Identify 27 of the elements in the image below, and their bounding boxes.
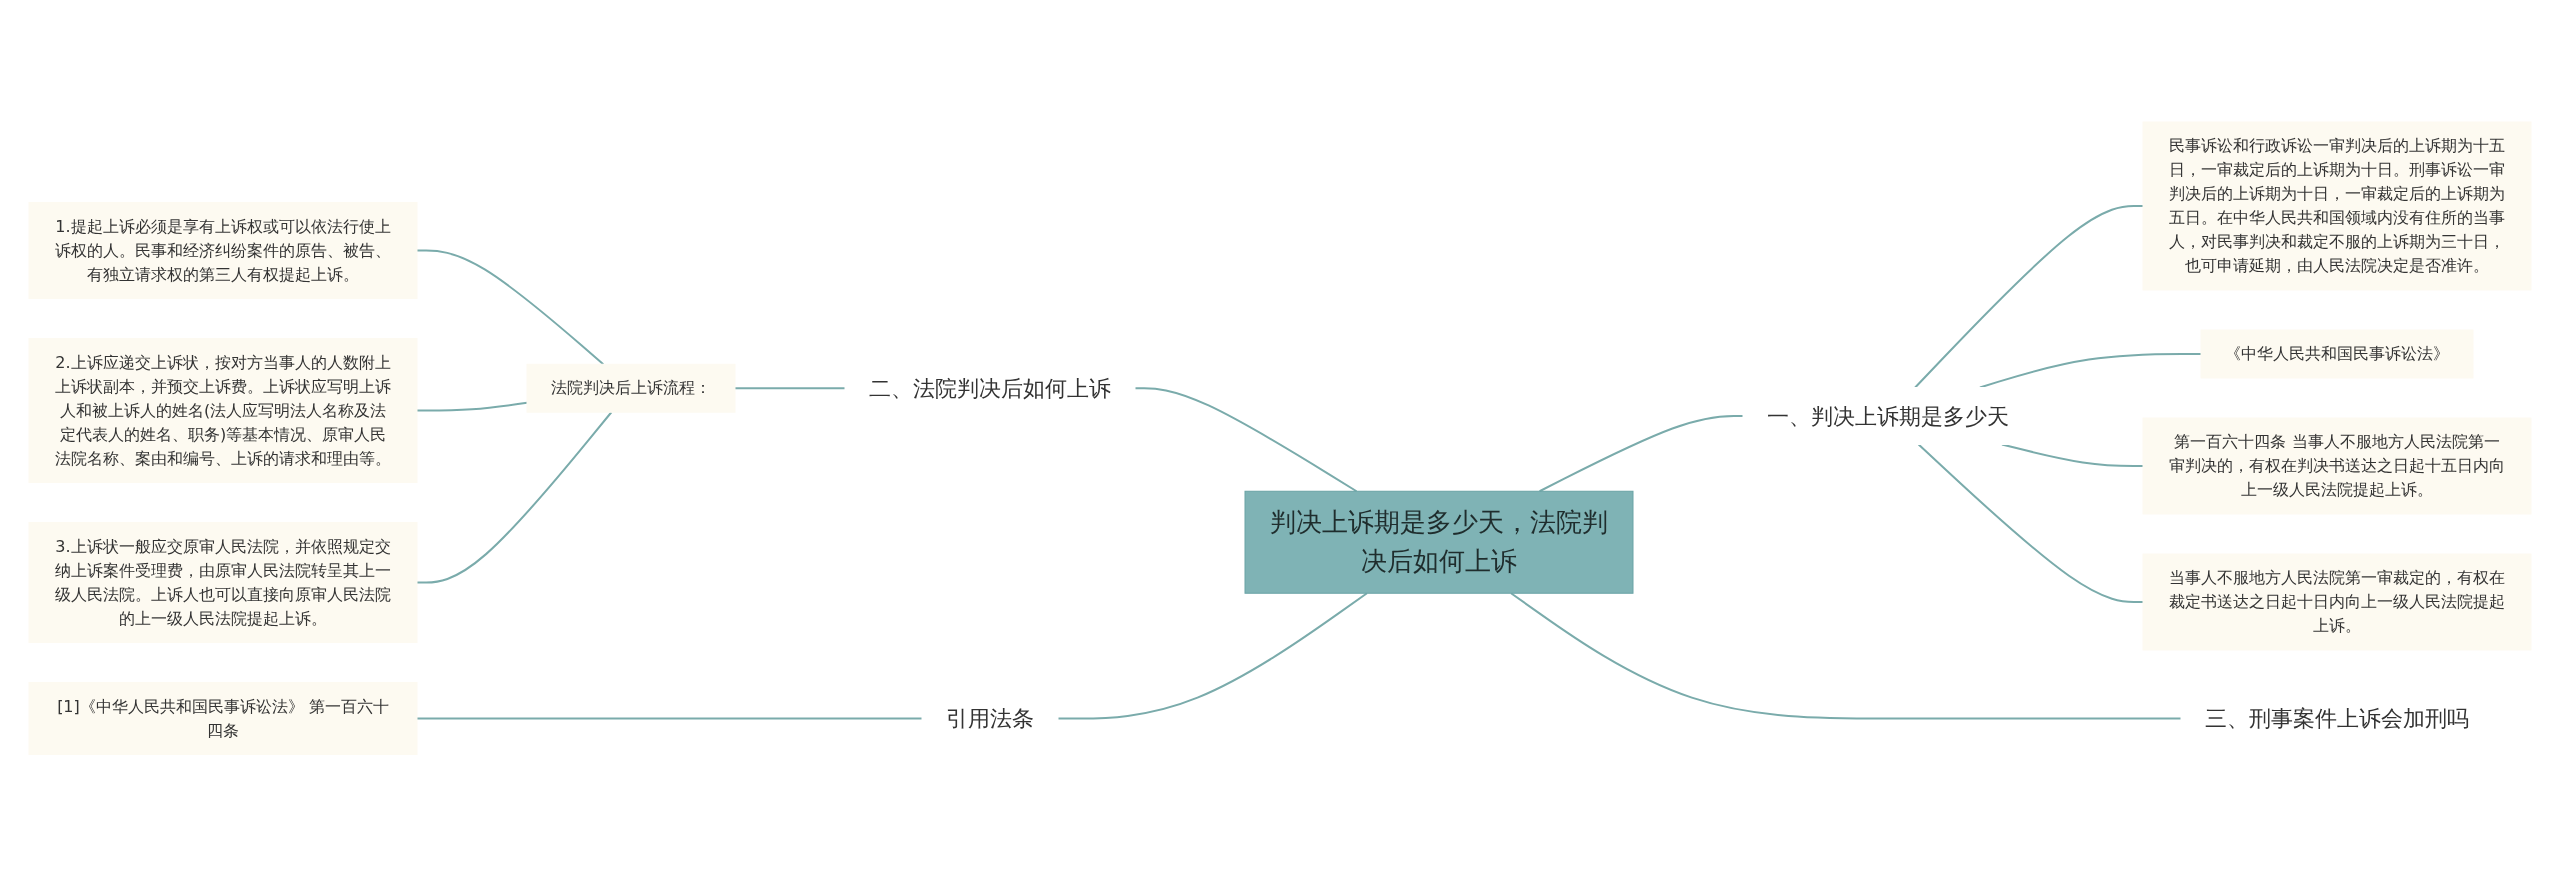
node-box: 当事人不服地方人民法院第一审裁定的，有权在裁定书送达之日起十日内向上一级人民法院提起上诉。 [2142,553,2532,651]
node-box: 2.上诉应递交上诉状，按对方当事人的人数附上上诉状副本，并预交上诉费。上诉状应写明上诉人和被上诉人的姓名(法人应写明法人名称及法定代表人的姓名、职务)等基本情况、原审人民法院名称、案由和编号、上诉的请求和理由等。 [28,338,418,484]
node-box: 法院判决后上诉流程： [526,364,736,413]
connector [734,387,846,390]
connector [416,249,605,366]
node-box: [1]《中华人民共和国民事诉讼法》 第一百六十四条 [28,682,418,756]
connector [2001,443,2144,468]
connector [1978,353,2202,389]
node-box: 第一百六十四条 当事人不服地方人民法院第一审判决的，有权在判决书送达之日起十五日内向上一级人民法院提起上诉。 [2142,417,2532,515]
connector [1057,592,1368,720]
connector [1914,205,2144,389]
connector [416,402,528,412]
node-text: 引用法条 [946,706,1034,732]
connector [1538,415,1744,493]
node-box: 《中华人民共和国民事诉讼法》 [2200,329,2474,379]
node-box: 民事诉讼和行政诉讼一审判决后的上诉期为十五日，一审裁定后的上诉期为十日。刑事诉讼一审判决后的上诉期为十日，一审裁定后的上诉期为五日。在中华人民共和国领域内没有住所的当事人，对民事判决和裁定不服的上诉期为三十日，也可申请延期，由人民法院决定是否准许。 [2142,121,2532,291]
connector [1134,387,1358,493]
node-box: 3.上诉状一般应交原审人民法院，并依照规定交纳上诉案件受理费，由原审人民法院转呈其上一级人民法院。上诉人也可以直接向原审人民法院的上一级人民法院提起上诉。 [28,522,418,644]
connector [416,411,613,584]
node-box: 1.提起上诉必须是享有上诉权或可以依法行使上诉权的人。民事和经济纠纷案件的原告、被告、有独立请求权的第三人有权提起上诉。 [28,202,418,300]
node-text: 一、判决上诉期是多少天 [1767,403,2009,429]
connector [1510,592,2182,720]
connector [416,717,923,720]
connector [1917,443,2144,604]
node-text: 二、法院判决后如何上诉 [869,376,1111,401]
node-text: 三、刑事案件上诉会加刑吗 [2205,706,2469,732]
node-box: 判决上诉期是多少天，法院判决后如何上诉 [1244,491,1634,594]
